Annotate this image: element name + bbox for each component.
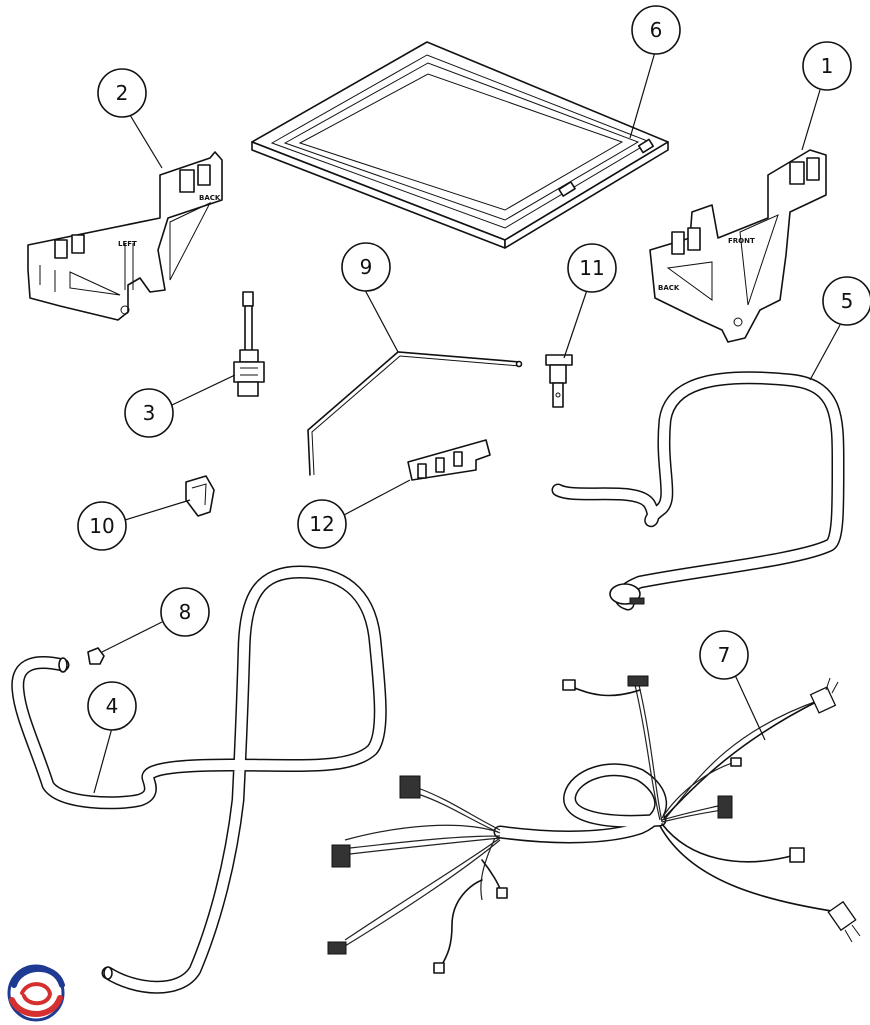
callout-12-label: 12 — [309, 512, 334, 536]
callout-4: 4 — [87, 681, 137, 731]
right-bracket-front-stamp: FRONT — [728, 237, 755, 245]
callout-12: 12 — [297, 499, 347, 549]
callout-7: 7 — [699, 630, 749, 680]
part-5-hose — [551, 371, 845, 611]
callout-10: 10 — [77, 501, 127, 551]
part-4-hose — [11, 565, 387, 994]
left-bracket-side-stamp: LEFT — [118, 240, 137, 248]
callout-2-label: 2 — [116, 81, 129, 105]
right-bracket-back-stamp: BACK — [658, 284, 680, 292]
callout-5-label: 5 — [841, 289, 854, 313]
callout-3-label: 3 — [143, 401, 156, 425]
callout-9-label: 9 — [360, 255, 373, 279]
part-11-clip — [545, 354, 573, 408]
callout-11-label: 11 — [579, 256, 604, 280]
brand-swirl-logo-icon — [7, 964, 65, 1022]
callout-2: 2 — [97, 68, 147, 118]
callout-5: 5 — [822, 276, 870, 326]
callout-7-label: 7 — [718, 643, 731, 667]
part-8-cap — [87, 647, 105, 665]
callout-6-label: 6 — [650, 18, 663, 42]
part-6-frame — [251, 41, 669, 249]
part-2-left-bracket: LEFT BACK — [27, 151, 223, 321]
left-bracket-back-stamp: BACK — [199, 194, 221, 202]
callout-8-label: 8 — [179, 600, 192, 624]
callout-9: 9 — [341, 242, 391, 292]
leader-lines — [93, 51, 841, 794]
callout-10-label: 10 — [89, 514, 114, 538]
callout-1-label: 1 — [821, 54, 834, 78]
part-10-small-clip — [185, 475, 215, 517]
part-7-wiring-harness — [327, 675, 861, 974]
callout-3: 3 — [124, 388, 174, 438]
part-12-strip-clip — [407, 439, 491, 481]
part-1-right-bracket: FRONT BACK — [649, 149, 827, 343]
callout-11: 11 — [567, 243, 617, 293]
part-9-rod — [307, 351, 523, 476]
part-3-valve — [233, 291, 265, 397]
callout-8: 8 — [160, 587, 210, 637]
callout-1: 1 — [802, 41, 852, 91]
callout-6: 6 — [631, 5, 681, 55]
callout-4-label: 4 — [106, 694, 119, 718]
